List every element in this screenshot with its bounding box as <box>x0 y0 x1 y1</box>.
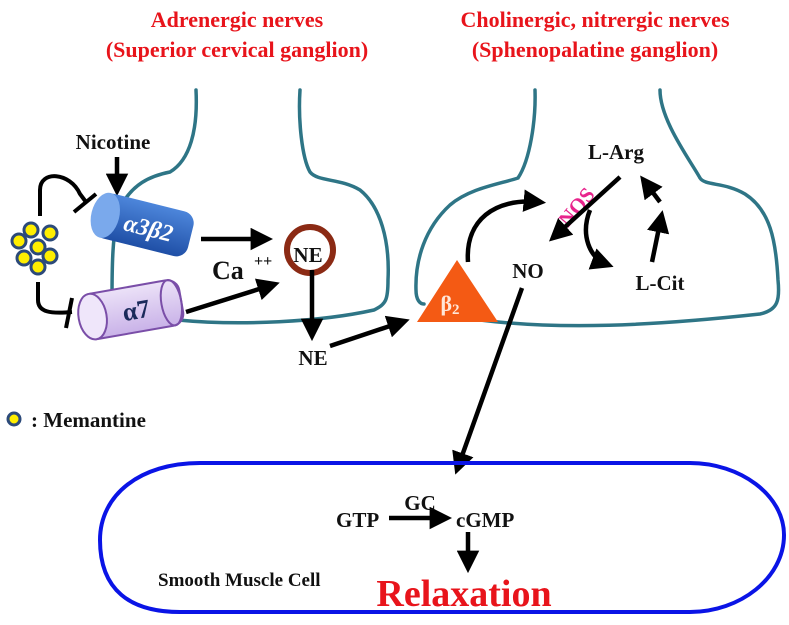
memantine-legend-icon <box>6 411 22 427</box>
gc-label: GC <box>404 491 436 515</box>
beta2-to-nos-arrow <box>465 189 547 263</box>
nicotine-label: Nicotine <box>76 130 151 154</box>
cgmp-label: cGMP <box>456 508 514 532</box>
ne-released-label: NE <box>298 346 327 370</box>
beta2-receptor <box>417 260 498 322</box>
cholinergic-nerve-terminal <box>414 88 781 328</box>
cholinergic-title: Cholinergic, nitrergic nerves <box>460 7 729 32</box>
cholinergic-subtitle: (Sphenopalatine ganglion) <box>472 37 718 62</box>
nos-label: NOS <box>553 183 599 232</box>
inhibit-bar-a7 <box>64 297 74 329</box>
gtp-label: GTP <box>336 508 379 532</box>
inhibit-bar-a3b2 <box>72 192 98 214</box>
recycle-to-l-arg-arrow <box>640 175 663 204</box>
no-to-gc-arrow <box>452 287 525 475</box>
adrenergic-subtitle: (Superior cervical ganglion) <box>106 37 368 62</box>
ne-to-beta2-arrow <box>329 315 410 349</box>
l-arg-label: L-Arg <box>588 140 644 164</box>
adrenergic-nerve-terminal <box>110 88 390 325</box>
a7-label: α7 <box>120 294 152 327</box>
l-arg-to-no-arrow <box>549 175 622 242</box>
relaxation-label: Relaxation <box>376 573 551 615</box>
memantine-legend-label: : Memantine <box>31 408 146 432</box>
calcium-charge: ++ <box>254 253 272 270</box>
a7-receptor: α7 <box>77 278 185 341</box>
smooth-muscle-cell-label: Smooth Muscle Cell <box>158 570 321 591</box>
l-cit-label: L-Cit <box>636 271 685 295</box>
memantine-inhibits-a3b2 <box>38 174 88 216</box>
ne-vesicle-label: NE <box>293 243 322 267</box>
a3b2-receptor: α3β2 <box>90 192 194 257</box>
nos-to-l-cit-arrow <box>583 209 614 270</box>
no-label: NO <box>512 259 544 283</box>
l-cit-up-arrow <box>647 210 670 263</box>
beta2-label: β2 <box>440 291 459 318</box>
adrenergic-title: Adrenergic nerves <box>151 7 324 32</box>
smooth-muscle-cell <box>97 461 787 614</box>
a7-to-ne-arrow <box>185 278 280 315</box>
memantine-inhibits-a7 <box>36 282 73 315</box>
calcium-label: Ca <box>212 256 244 285</box>
memantine-cluster <box>10 221 59 276</box>
